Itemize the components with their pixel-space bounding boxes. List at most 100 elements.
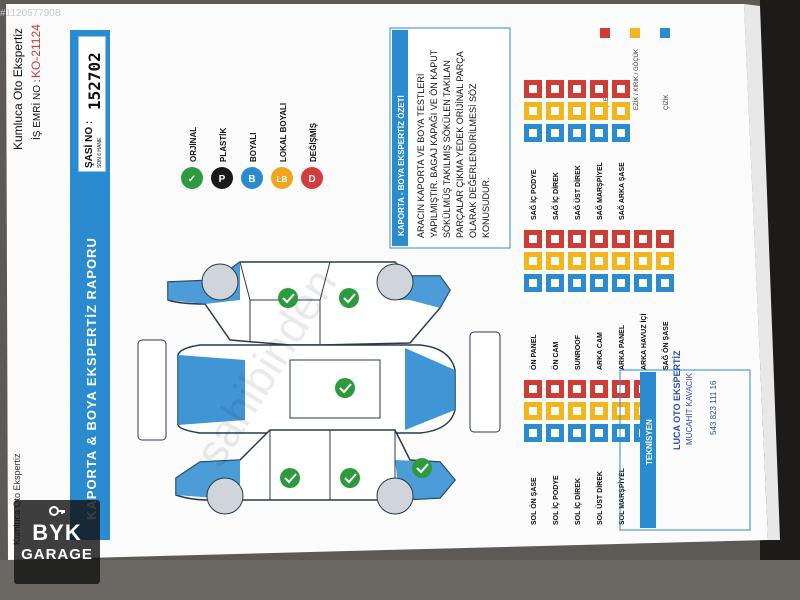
legend-code: ✓ xyxy=(188,174,196,185)
legend-swatch xyxy=(181,167,203,189)
summary-line: ARACIN KAPORTA VE BOYA TESTLERİ xyxy=(416,74,426,238)
damage-checkbox[interactable] xyxy=(551,385,559,393)
damage-checkbox[interactable] xyxy=(573,235,581,243)
legend-label: LOKAL BOYALI xyxy=(279,103,288,162)
damage-checkbox[interactable] xyxy=(529,429,537,437)
overlay-brand-sub: GARAGE xyxy=(21,546,93,563)
legend-label: DEĞİŞMİŞ xyxy=(309,122,318,162)
damage-checkbox[interactable] xyxy=(551,129,559,137)
damage-checkbox[interactable] xyxy=(617,257,625,265)
damage-checkbox[interactable] xyxy=(617,235,625,243)
damage-checkbox[interactable] xyxy=(551,429,559,437)
check-mark-icon xyxy=(339,383,352,394)
damage-checkbox[interactable] xyxy=(661,279,669,287)
damage-checkbox[interactable] xyxy=(573,385,581,393)
damage-checkbox[interactable] xyxy=(617,429,625,437)
damage-checkbox[interactable] xyxy=(595,235,603,243)
check-mark-icon xyxy=(344,473,357,484)
damage-checkbox[interactable] xyxy=(573,257,581,265)
damage-checkbox[interactable] xyxy=(617,385,625,393)
legend-label: ORJİNAL xyxy=(189,127,198,162)
technician-label: TEKNİSYEN xyxy=(645,419,654,465)
damage-checkbox[interactable] xyxy=(595,129,603,137)
check-mark-icon xyxy=(278,288,298,308)
damage-row-label: SAĞ ARKA ŞASE xyxy=(617,162,626,220)
job-number: KO-21124 xyxy=(29,24,43,78)
summary-line: SÖKÜLMÜŞ TAKILMIŞ SÖKÜLEN TAKILAN xyxy=(442,60,452,238)
damage-checkbox[interactable] xyxy=(595,407,603,415)
car-top-trunk xyxy=(405,348,455,430)
damage-checkbox[interactable] xyxy=(573,279,581,287)
severity-swatch xyxy=(600,28,610,38)
damage-row-label: ARKA CAM xyxy=(597,332,604,370)
damage-checkbox[interactable] xyxy=(661,257,669,265)
damage-checkbox[interactable] xyxy=(617,85,625,93)
check-mark-icon xyxy=(412,458,432,478)
damage-checkbox[interactable] xyxy=(529,85,537,93)
damage-checkbox[interactable] xyxy=(595,279,603,287)
damage-checkbox[interactable] xyxy=(551,85,559,93)
wheel xyxy=(376,263,414,301)
key-icon xyxy=(49,506,65,516)
stamp-line: LUCA OTO EKSPERTİZ xyxy=(672,350,682,450)
damage-checkbox[interactable] xyxy=(529,407,537,415)
damage-checkbox[interactable] xyxy=(529,107,537,115)
severity-swatch xyxy=(660,28,670,38)
damage-checkbox[interactable] xyxy=(573,129,581,137)
damage-checkbox[interactable] xyxy=(595,85,603,93)
chassis-value: 152702 xyxy=(85,52,104,110)
damage-checkbox[interactable] xyxy=(573,107,581,115)
damage-checkbox[interactable] xyxy=(617,107,625,115)
damage-checkbox[interactable] xyxy=(595,107,603,115)
chassis-label: ŞASİ NO : xyxy=(82,121,95,168)
damage-checkbox[interactable] xyxy=(551,235,559,243)
legend-code: LB xyxy=(277,175,288,184)
car-right-fender-rear xyxy=(395,262,450,308)
damage-checkbox[interactable] xyxy=(639,279,647,287)
front-bumper xyxy=(137,339,167,441)
chassis-box xyxy=(77,35,107,173)
damage-checkbox[interactable] xyxy=(551,407,559,415)
damage-row-label: SUNROOF xyxy=(575,334,582,370)
damage-checkbox[interactable] xyxy=(529,385,537,393)
damage-checkbox[interactable] xyxy=(573,85,581,93)
damage-checkbox[interactable] xyxy=(617,279,625,287)
rear-bumper xyxy=(469,331,501,433)
damage-checkbox[interactable] xyxy=(529,257,537,265)
check-mark-icon xyxy=(339,288,359,308)
damage-row-label: SAĞ ÖN ŞASE xyxy=(661,321,670,370)
damage-checkbox[interactable] xyxy=(529,235,537,243)
damage-checkbox[interactable] xyxy=(551,107,559,115)
legend-code: D xyxy=(308,174,315,185)
chassis-sublabel: SON 6 HANE xyxy=(97,137,103,168)
damage-checkbox[interactable] xyxy=(639,235,647,243)
image-id-watermark: #1120577908 xyxy=(0,8,61,19)
check-mark-icon xyxy=(280,468,300,488)
technician-box xyxy=(619,369,751,531)
stamp-line: 543 823 111 16 xyxy=(709,380,718,435)
damage-row-label: SAĞ MARŞPİYEL xyxy=(595,161,604,220)
damage-checkbox[interactable] xyxy=(661,235,669,243)
damage-checkbox[interactable] xyxy=(573,429,581,437)
damage-checkbox[interactable] xyxy=(573,407,581,415)
damage-checkbox[interactable] xyxy=(529,279,537,287)
damage-row-label: SOL ÜST DİREK xyxy=(595,471,604,525)
damage-checkbox[interactable] xyxy=(595,385,603,393)
damage-checkbox[interactable] xyxy=(595,429,603,437)
damage-row-label: SOL İÇ PODYE xyxy=(552,475,560,525)
check-mark-icon xyxy=(343,293,356,304)
legend-swatch xyxy=(271,167,293,189)
summary-line: PARÇALAR ÇIKMA YEDEK ORİJİNAL PARÇA xyxy=(455,51,465,238)
wheel xyxy=(376,477,414,515)
wheel xyxy=(206,477,244,515)
damage-row-label: ARKA PANEL xyxy=(619,324,626,370)
damage-checkbox[interactable] xyxy=(551,279,559,287)
damage-checkbox[interactable] xyxy=(529,129,537,137)
damage-row-label: ÖN CAM xyxy=(551,341,560,370)
damage-checkbox[interactable] xyxy=(639,257,647,265)
damage-checkbox[interactable] xyxy=(595,257,603,265)
damage-checkbox[interactable] xyxy=(617,407,625,415)
damage-checkbox[interactable] xyxy=(551,257,559,265)
damage-checkbox[interactable] xyxy=(617,129,625,137)
job-label: İŞ EMRİ NO : xyxy=(30,79,43,140)
